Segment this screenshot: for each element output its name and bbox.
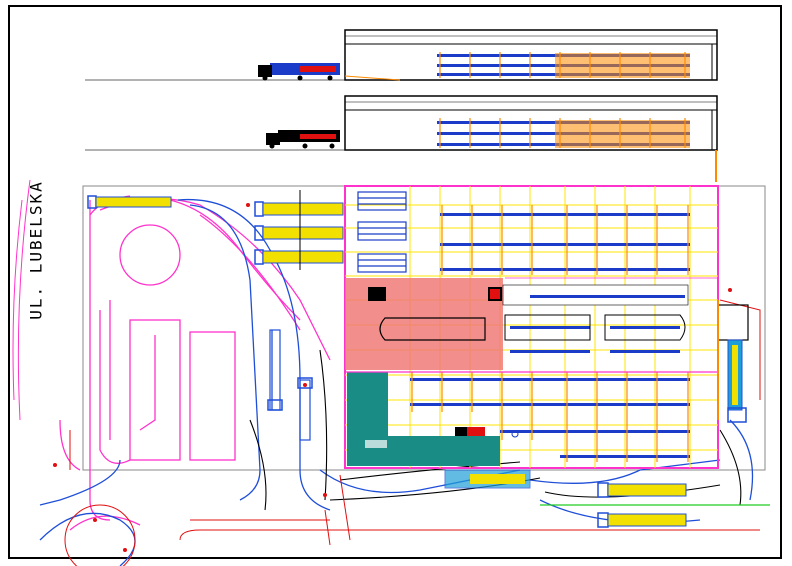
truck-routes xyxy=(39,198,754,566)
markers xyxy=(53,203,732,552)
pallet-racks-south xyxy=(410,372,690,462)
trailer-icon xyxy=(597,512,687,528)
elevation-upper xyxy=(85,29,718,81)
receiving-zone xyxy=(347,372,500,466)
pallet-racks-center xyxy=(502,284,689,353)
trailer-icon xyxy=(444,469,531,489)
street-name-text: UL. LUBELSKA xyxy=(26,180,46,320)
trailer-icon xyxy=(267,329,283,411)
trailer-icon xyxy=(597,482,687,498)
internal-road-network xyxy=(59,195,331,531)
trailer-icon xyxy=(87,195,172,209)
rack-elevation-lower xyxy=(437,118,690,148)
trailer-icon xyxy=(254,249,344,265)
loading-docks-east xyxy=(717,300,749,423)
truck-icon xyxy=(258,63,340,81)
street-ul-lubelska xyxy=(12,179,31,421)
elevation-lower xyxy=(85,95,718,182)
trailer-icon xyxy=(254,225,344,241)
street-name-label: UL. LUBELSKA xyxy=(26,150,46,350)
trailer-icon xyxy=(254,201,344,217)
trailer-icon xyxy=(297,377,313,441)
shelf-blocks xyxy=(357,191,407,273)
truck-icon xyxy=(266,130,340,149)
red-boundary-lines xyxy=(64,299,761,566)
rack-elevation-upper xyxy=(437,52,690,78)
warehouse-building xyxy=(344,185,719,469)
pallet-racks-north xyxy=(440,205,690,275)
